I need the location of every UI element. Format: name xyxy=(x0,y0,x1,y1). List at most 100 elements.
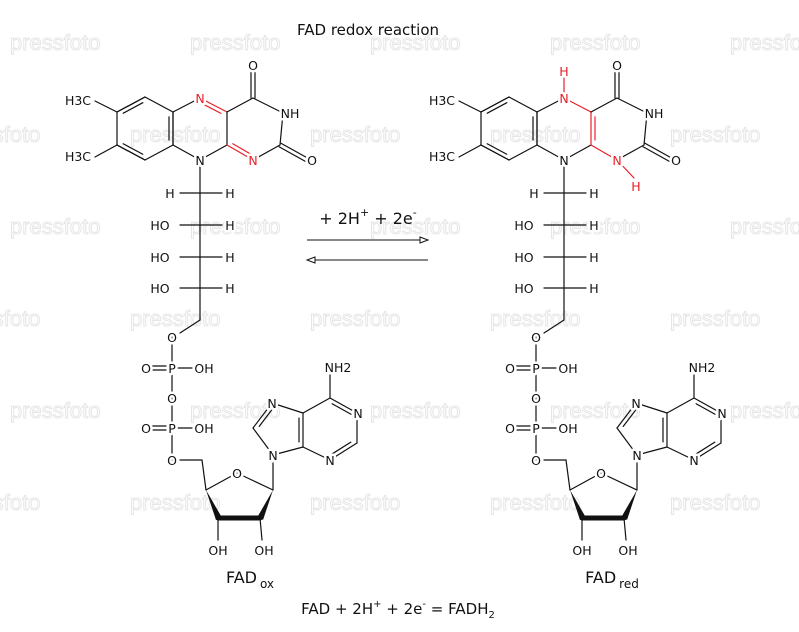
atom-label-p1: P xyxy=(532,361,540,376)
bond xyxy=(205,472,238,491)
watermark-text: pressfoto xyxy=(130,306,221,331)
bond xyxy=(480,96,510,113)
watermark-text: pressfoto xyxy=(370,398,461,423)
atom-label-nh2: NH2 xyxy=(689,360,716,375)
watermark-text: pressfoto xyxy=(490,306,581,331)
atom-label-p1: P xyxy=(168,361,176,376)
bond xyxy=(508,144,538,161)
bond xyxy=(172,97,201,113)
atom-label-or: O xyxy=(232,466,242,481)
watermark-layer: pressfoto pressfoto pressfoto pressfoto pres… xyxy=(0,30,799,516)
bond xyxy=(252,97,284,114)
watermark-text: pressfoto xyxy=(490,490,581,515)
atom-label-ohp1: OH xyxy=(194,361,213,376)
bond xyxy=(116,96,146,113)
atom-label-n5: N xyxy=(195,91,204,106)
atom-label-ho2: HO xyxy=(514,218,533,233)
bond xyxy=(590,97,618,113)
atom-label-ho4: HO xyxy=(514,281,533,296)
atom-label-n1: N xyxy=(612,153,621,168)
atom-label-n5: N xyxy=(559,91,568,106)
bond xyxy=(179,319,201,334)
bond xyxy=(232,143,252,155)
watermark-text: pressfoto xyxy=(370,214,461,239)
atom-label-h1l: H xyxy=(165,186,174,201)
bond xyxy=(565,459,571,491)
bond xyxy=(94,144,118,158)
atom-label-o4: O xyxy=(248,58,258,73)
atom-label-oh2r: OH xyxy=(618,543,637,558)
bond xyxy=(458,100,482,113)
atom-label-o4: O xyxy=(612,58,622,73)
atom-label-op2: O xyxy=(141,421,151,436)
bond xyxy=(258,408,274,428)
atom-label-ch3a: H3C xyxy=(429,93,455,108)
atom-label-nh2: NH2 xyxy=(325,360,352,375)
atom-label-h2: H xyxy=(225,218,234,233)
atom-label-n1a: N xyxy=(353,406,362,421)
wedge-bond xyxy=(570,490,585,520)
bond xyxy=(199,97,228,113)
bond xyxy=(278,146,307,163)
bond xyxy=(616,159,635,179)
watermark-text: pressfoto xyxy=(490,122,581,147)
bond xyxy=(563,144,592,161)
atom-label-or: O xyxy=(596,466,606,481)
watermark-text: pressfoto xyxy=(370,30,461,55)
bond xyxy=(201,459,207,491)
bond xyxy=(116,144,146,161)
atom-label-n9: N xyxy=(268,448,277,463)
bond xyxy=(600,472,638,491)
bond xyxy=(272,446,304,456)
bond xyxy=(590,144,618,161)
watermark-text: pressfoto xyxy=(310,306,401,331)
atom-label-ho4: HO xyxy=(150,281,169,296)
bond xyxy=(226,97,254,113)
atom-label-n7: N xyxy=(631,396,640,411)
bond xyxy=(271,402,304,414)
watermark-text: pressfoto xyxy=(10,214,101,239)
bond xyxy=(616,427,638,456)
bond xyxy=(94,100,118,113)
bond xyxy=(236,472,274,491)
atom-label-h1l: H xyxy=(529,186,538,201)
bond xyxy=(643,112,648,146)
atom-label-ch3a: H3C xyxy=(65,93,91,108)
bond xyxy=(622,408,638,428)
watermark-text: pressfoto xyxy=(730,214,799,239)
bond xyxy=(642,146,671,163)
bond xyxy=(458,144,482,158)
bond xyxy=(695,403,716,415)
watermark-text: pressfoto xyxy=(550,30,641,55)
bond xyxy=(259,517,263,541)
atom-label-obr: O xyxy=(167,391,177,406)
watermark-text: pressfoto xyxy=(10,30,101,55)
forward-arrow xyxy=(307,236,430,244)
atom-label-ohp1: OH xyxy=(558,361,577,376)
bond xyxy=(616,402,637,429)
atom-label-n3: NH xyxy=(281,106,300,121)
atom-label-h1r: H xyxy=(225,186,234,201)
bond xyxy=(144,96,174,113)
atom-label-op1: O xyxy=(141,361,151,376)
atom-label-h4: H xyxy=(225,281,234,296)
bond xyxy=(666,446,695,461)
watermark-text: pressfoto xyxy=(310,490,401,515)
overall-equation: FAD + 2H+ + 2e- = FADH2 xyxy=(301,599,495,621)
bond xyxy=(536,97,565,113)
atom-label-n1: N xyxy=(248,153,257,168)
atom-label-p2: P xyxy=(532,421,540,436)
bond xyxy=(543,319,565,334)
watermark-text: pressfoto xyxy=(670,490,761,515)
atom-label-ho2: HO xyxy=(150,218,169,233)
atom-label-p2: P xyxy=(168,421,176,436)
atom-label-n3a: N xyxy=(689,453,698,468)
bond xyxy=(480,144,510,161)
watermark-text: pressfoto xyxy=(130,490,221,515)
